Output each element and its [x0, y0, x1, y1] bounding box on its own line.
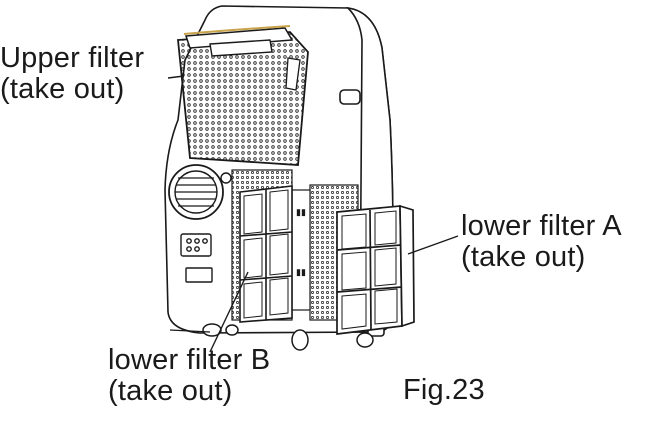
lower-filter-a-label: lower filter A (take out): [461, 211, 622, 273]
lower-filter-a-label-line2: (take out): [461, 241, 586, 273]
upper-filter-label-line1: Upper filter: [0, 42, 145, 74]
lower-filter-b-label-line1: lower filter B: [108, 344, 271, 376]
upper-filter-label-line2: (take out): [0, 73, 125, 105]
upper-filter: [177, 25, 309, 166]
svg-text:▮▮: ▮▮: [296, 267, 306, 277]
lower-filter-b-label: lower filter B (take out): [108, 345, 270, 407]
fan-vent: [168, 164, 232, 220]
lower-filter-a: [336, 204, 415, 335]
connector-panel: [180, 233, 213, 283]
lower-filter-b-label-line2: (take out): [108, 375, 233, 407]
figure-caption: Fig.23: [403, 374, 485, 406]
upper-filter-label: Upper filter (take out): [0, 43, 144, 105]
leader-lines: [167, 75, 459, 353]
casters: [169, 323, 374, 351]
svg-text:▮▮: ▮▮: [296, 207, 306, 217]
lower-filter-b: [239, 185, 293, 323]
lower-filter-a-label-line1: lower filter A: [461, 210, 622, 242]
